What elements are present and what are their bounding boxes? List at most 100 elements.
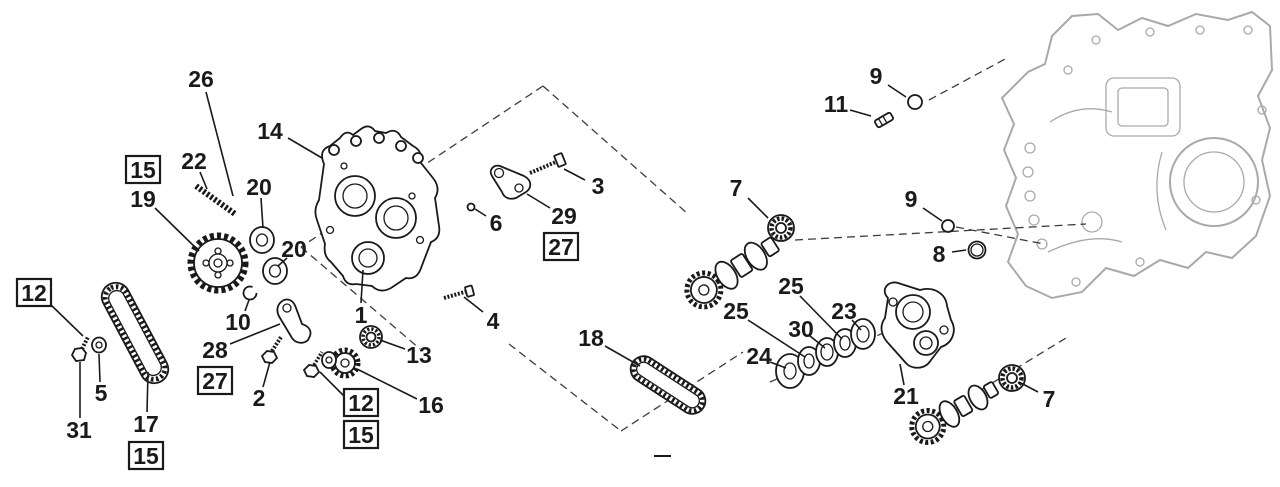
leader-line-12b [319, 371, 345, 397]
callout-7b: 7 [1043, 386, 1056, 412]
leader-line-25b [747, 319, 806, 358]
callout-16: 16 [418, 392, 444, 418]
leader-line-2 [262, 361, 271, 388]
callout-label-19: 19 [130, 186, 156, 212]
callout-11: 11 [824, 91, 849, 117]
bearing-13 [359, 325, 383, 349]
callout-box-15a [124, 154, 162, 185]
callout-label-4: 4 [487, 308, 500, 334]
callout-15a: 15 [124, 154, 162, 185]
leader-line-19 [154, 207, 200, 252]
callout-label-12a: 12 [21, 280, 47, 306]
assembly-dashed-line-2 [300, 246, 421, 350]
callout-7a: 7 [730, 175, 743, 201]
callout-23: 23 [831, 298, 857, 324]
callout-27b: 27 [542, 231, 580, 262]
callout-29: 29 [551, 203, 577, 229]
leader-line-22 [199, 171, 208, 190]
callout-label-23: 23 [831, 298, 857, 324]
callout-box-27a [196, 365, 234, 396]
callout-label-27a: 27 [202, 368, 228, 394]
leader-line-29 [526, 193, 551, 209]
leader-line-5 [98, 353, 101, 383]
engine-crankcase [1000, 10, 1274, 300]
callout-box-12b [342, 387, 380, 418]
leader-line-3 [563, 168, 586, 181]
callout-15c: 15 [342, 419, 380, 450]
callout-label-29: 29 [551, 203, 577, 229]
leader-line-10 [244, 299, 250, 312]
leader-line-16 [356, 368, 418, 400]
leader-line-25a [799, 295, 843, 340]
tensioner-arm [276, 298, 312, 344]
callout-label-3: 3 [592, 173, 605, 199]
callout-label-26: 26 [188, 66, 214, 92]
washer-pair [249, 226, 288, 285]
leader-line-14 [287, 137, 323, 159]
callout-26: 26 [188, 66, 214, 92]
callout-box-12a [15, 277, 53, 308]
callout-30: 30 [788, 316, 814, 342]
leader-line-9b [922, 207, 943, 222]
leader-lines-layer [49, 84, 1039, 418]
leader-line-1 [360, 269, 364, 304]
callout-label-13: 13 [406, 342, 432, 368]
cam-support-plate [314, 125, 441, 292]
callout-label-22: 22 [181, 148, 207, 174]
leader-line-8 [951, 249, 967, 253]
leader-line-17 [146, 371, 149, 413]
callout-label-6: 6 [490, 210, 503, 236]
tensioner-spring [194, 183, 237, 217]
leader-line-21 [899, 363, 905, 386]
callout-24: 24 [746, 343, 772, 369]
o-ring-9-top [907, 94, 923, 110]
cam-chain-secondary [629, 355, 707, 415]
callout-25a: 25 [778, 273, 804, 299]
leader-line-20b [277, 257, 288, 267]
bolt-31 [70, 336, 90, 362]
callout-box-27b [542, 231, 580, 262]
callout-label-27b: 27 [548, 234, 574, 260]
bolt-2 [260, 335, 283, 364]
callout-15b: 15 [127, 440, 165, 471]
bolt-washer-center [302, 351, 337, 378]
callout-8: 8 [933, 241, 946, 267]
washer-5 [91, 336, 107, 354]
leader-line-24 [769, 361, 787, 369]
callout-label-16: 16 [418, 392, 444, 418]
callout-label-12b: 12 [348, 390, 374, 416]
callout-17: 17 [133, 411, 159, 437]
callout-3: 3 [592, 173, 605, 199]
callout-19: 19 [130, 186, 156, 212]
leader-line-20a [260, 197, 264, 229]
callout-label-1: 1 [355, 302, 368, 328]
callout-label-20a: 20 [246, 174, 272, 200]
assembly-dashed-line-1 [542, 85, 689, 215]
leader-line-13 [379, 339, 406, 350]
screw-4 [443, 284, 475, 300]
retaining-clip [242, 285, 258, 301]
leader-line-12a [49, 303, 84, 337]
callout-label-5: 5 [95, 380, 108, 406]
callout-12a: 12 [15, 277, 53, 308]
camshaft-front [684, 236, 780, 310]
leader-line-23 [851, 319, 862, 331]
leader-line-4 [463, 296, 484, 313]
callout-28: 28 [202, 337, 228, 363]
callout-label-7b: 7 [1043, 386, 1056, 412]
leader-line-30 [809, 335, 826, 349]
callout-box-15c [342, 419, 380, 450]
leader-line-28 [229, 323, 281, 345]
callout-label-24: 24 [746, 343, 772, 369]
callout-label-15c: 15 [348, 422, 374, 448]
callout-6: 6 [490, 210, 503, 236]
callout-label-11: 11 [824, 91, 849, 117]
callout-label-9b: 9 [905, 186, 918, 212]
leader-line-6 [474, 208, 487, 217]
callout-label-28: 28 [202, 337, 228, 363]
assembly-dashed-line-5 [794, 223, 1087, 241]
leader-line-11 [849, 109, 872, 117]
